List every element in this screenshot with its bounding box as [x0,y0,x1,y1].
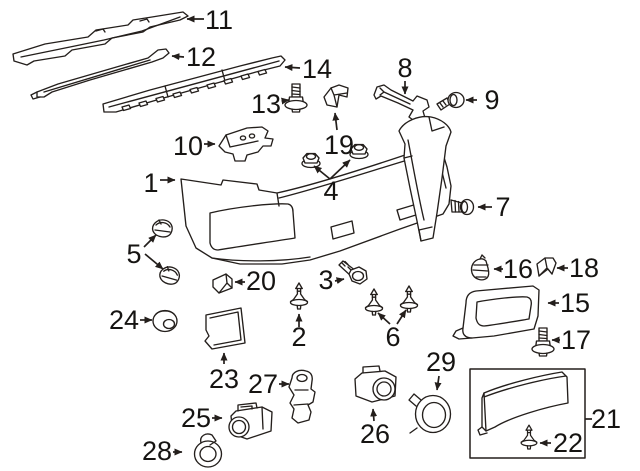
callout-10[interactable]: 10 [173,131,203,161]
callout-3[interactable]: 3 [318,265,333,295]
callout-27[interactable]: 27 [248,369,278,399]
arrow-26 [370,408,378,422]
callout-14[interactable]: 14 [302,54,332,84]
part-24-grommet [152,309,178,333]
callout-2[interactable]: 2 [291,322,306,352]
callout-4[interactable]: 4 [323,176,338,206]
callout-15[interactable]: 15 [560,288,590,318]
part-1-bumper-cover [180,146,452,265]
callout-12[interactable]: 12 [186,42,216,72]
callout-24[interactable]: 24 [109,305,139,335]
callout-17[interactable]: 17 [561,325,591,355]
part-27-sensor-retainer [288,369,316,424]
part-7-screw-grommet [450,198,475,216]
callout-6[interactable]: 6 [385,322,400,352]
part-5-clips [151,219,182,286]
part-15-molding [452,285,540,340]
part-3-bolt [338,260,368,285]
part-29-trim-ring [408,393,452,434]
part-18-clip [536,257,557,277]
arrow-5b [144,253,164,270]
part-6-push-clips [364,285,419,316]
part-25-park-sensor [228,402,273,440]
part-28-retainer-ring [193,433,223,468]
callout-22[interactable]: 22 [553,428,583,458]
part-20-pad [212,273,233,294]
arrow-6b [396,309,407,325]
arrow-6a [377,312,391,325]
callout-21[interactable]: 21 [591,404,621,434]
arrow-3 [334,277,345,285]
part-22-clip [520,424,538,450]
arrow-29 [434,375,442,391]
callout-16[interactable]: 16 [503,254,533,284]
part-19-clip [323,84,349,108]
part-26-park-sensor [354,365,397,403]
part-14-step-pad [102,55,286,113]
callout-25[interactable]: 25 [181,403,211,433]
part-11-upper-retainer-bar [12,11,189,66]
part-10-bracket [218,126,274,162]
callout-11[interactable]: 11 [205,5,233,35]
part-16-clip [470,254,490,281]
part-8-corner-bracket [373,84,430,124]
part-12-lower-retainer-strip [30,48,170,100]
arrow-5a [143,234,157,248]
part-23-pad [204,307,246,350]
part-21-reflector [477,371,569,436]
callout-23[interactable]: 23 [209,364,239,394]
arrow-4a [313,165,331,180]
callout-7[interactable]: 7 [495,192,510,222]
part-13-bolt [284,83,308,113]
part-1-bumper-side-extension [398,115,452,242]
callout-20[interactable]: 20 [246,266,276,296]
part-2-push-clip [289,282,309,310]
callout-1[interactable]: 1 [143,168,158,198]
callout-19[interactable]: 19 [324,130,354,160]
arrow-4b [329,159,351,180]
callout-5[interactable]: 5 [126,239,141,269]
part-21-option-box [469,368,586,459]
callout-18[interactable]: 18 [569,253,599,283]
callout-13[interactable]: 13 [251,89,281,119]
part-9-bolt [436,91,465,111]
callout-9[interactable]: 9 [484,85,499,115]
part-17-bolt [531,327,555,357]
arrow-12 [171,53,185,61]
arrow-19 [332,112,340,131]
callout-26[interactable]: 26 [360,419,390,449]
callout-8[interactable]: 8 [397,53,412,83]
arrow-14 [284,64,301,71]
callout-29[interactable]: 29 [426,347,456,377]
callout-28[interactable]: 28 [142,436,172,466]
arrow-13 [281,97,290,105]
